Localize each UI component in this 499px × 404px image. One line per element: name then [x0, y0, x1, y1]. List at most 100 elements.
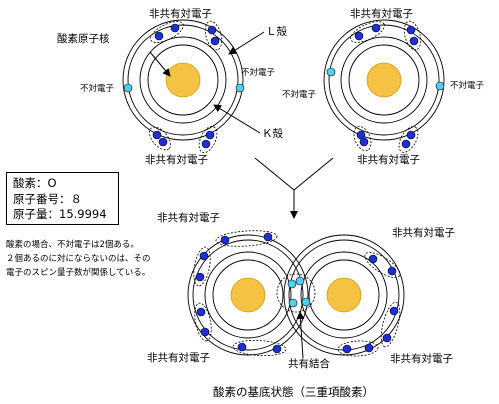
- merge-line-left: [254, 157, 295, 191]
- shell-bl-2: [204, 251, 292, 339]
- pair-tr-2: [403, 20, 422, 51]
- atomic-number: 原子番号：８: [13, 191, 82, 206]
- note-line-1: 酸素の場合、不対電子は2個ある。: [6, 240, 139, 250]
- pair-mol-2: [193, 246, 211, 287]
- note-line-3: 電子のスピン量子数が関係している。: [6, 268, 151, 278]
- lone-pair-label-tr-bottom: 非共有対電子: [357, 154, 420, 166]
- electron-tl-4: [152, 130, 162, 140]
- electron-mol-1: [263, 232, 273, 242]
- electron-mol-15: [295, 276, 305, 286]
- pair-tl-1: [150, 21, 184, 43]
- shell-tl-0: [122, 19, 244, 141]
- unpaired-label-tr-right: 不対電子: [450, 81, 485, 91]
- unpaired-label-tl-left: 不対電子: [80, 84, 115, 94]
- unpaired-label-tr-left: 不対電子: [282, 90, 317, 100]
- pair-mol-7: [337, 340, 379, 357]
- electron-mol-14: [287, 279, 297, 289]
- k-shell-arrow: [213, 104, 261, 134]
- covalent-bond-label: 共有結合: [288, 358, 330, 370]
- l-shell-arrow: [228, 31, 265, 55]
- shared-electron-ring: [276, 273, 316, 313]
- electron-tr-0: [354, 31, 364, 41]
- pair-tr-3: [353, 125, 372, 152]
- shell-br-2: [300, 251, 388, 339]
- pair-mol-3: [194, 302, 212, 342]
- lone-pair-label-tr-top: 非共有対電子: [350, 8, 413, 20]
- shell-tr-3: [348, 44, 420, 116]
- electron-tl-0: [154, 31, 164, 41]
- electron-tr-5: [359, 137, 369, 147]
- shell-bl-0: [187, 234, 309, 356]
- merge-line-right: [293, 157, 334, 191]
- pair-tl-4: [198, 126, 218, 153]
- electron-mol-11: [382, 333, 392, 343]
- shell-tr-2: [340, 36, 428, 124]
- nucleus-bl: [230, 277, 266, 313]
- element-symbol: 酸素：O: [13, 176, 57, 190]
- electron-tr-2: [409, 36, 419, 46]
- nucleus-tl: [165, 62, 201, 98]
- electron-mol-2: [199, 251, 209, 261]
- shell-br-0: [283, 234, 405, 356]
- unpaired-label-tl-right: 不対電子: [241, 68, 276, 78]
- electron-mol-3: [195, 272, 205, 282]
- shell-bl-1: [192, 239, 304, 351]
- ground-state-caption: 酸素の基底状態（三重項酸素）: [213, 385, 374, 399]
- element-info-box: 酸素：O 原子番号：８ 原子量：15.9994: [6, 172, 119, 225]
- pair-mol-4: [232, 339, 287, 357]
- pair-tr-4: [398, 126, 419, 153]
- shell-tl-3: [147, 44, 219, 116]
- pair-tr-1: [350, 21, 385, 43]
- electron-tl-7: [201, 139, 211, 149]
- electron-tr-9: [435, 81, 445, 91]
- lone-pair-label-tl-bottom: 非共有対電子: [145, 154, 208, 166]
- electron-mol-7: [272, 344, 282, 354]
- l-shell-label: Ｌ殻: [266, 26, 287, 38]
- electron-tl-2: [210, 36, 220, 46]
- k-shell-label: Ｋ殻: [262, 128, 283, 140]
- lone-pair-label-br-top: 非共有対電子: [392, 227, 455, 239]
- lone-pair-label-tl-top: 非共有対電子: [149, 8, 212, 20]
- electron-mol-0: [220, 235, 230, 245]
- electron-mol-6: [237, 342, 247, 352]
- electron-mol-4: [200, 327, 210, 337]
- electron-tl-1: [170, 23, 180, 33]
- electron-tr-1: [371, 23, 381, 33]
- electron-mol-8: [368, 254, 378, 264]
- electron-mol-16: [288, 298, 298, 308]
- atomic-mass: 原子量：15.9994: [13, 207, 107, 221]
- electron-tr-8: [326, 67, 336, 77]
- shell-tl-2: [139, 36, 227, 124]
- electron-tr-3: [406, 25, 416, 35]
- pair-mol-1: [215, 230, 278, 247]
- shell-tr-0: [323, 19, 445, 141]
- pair-tl-2: [204, 20, 223, 51]
- lone-pair-label-bl-top: 非共有対電子: [157, 212, 220, 224]
- electron-mol-10: [389, 306, 399, 316]
- electron-tl-6: [205, 130, 215, 140]
- electron-tl-9: [235, 83, 245, 93]
- shell-br-3: [308, 259, 380, 331]
- lone-pair-label-bl-bottom: 非共有対電子: [147, 352, 210, 364]
- nucleus-label: 酸素原子核: [57, 33, 110, 45]
- pair-tl-3: [149, 126, 171, 151]
- electron-tr-7: [401, 139, 411, 149]
- electron-mol-5: [196, 307, 206, 317]
- electron-tl-3: [207, 25, 217, 35]
- nucleus-br: [326, 277, 362, 313]
- nucleus-tr: [366, 62, 402, 98]
- electron-tl-5: [158, 137, 168, 147]
- pair-mol-6: [380, 301, 401, 348]
- electron-mol-13: [364, 343, 374, 353]
- electron-tl-8: [123, 83, 133, 93]
- lone-pair-label-br-bottom: 非共有対電子: [390, 353, 453, 365]
- nucleus-arrow: [149, 51, 171, 77]
- electron-tr-6: [406, 130, 416, 140]
- electron-mol-12: [342, 344, 352, 354]
- shell-bl-3: [212, 259, 284, 331]
- electron-mol-17: [301, 297, 311, 307]
- note-line-2: ２個あるのに対にならないのは、その: [6, 254, 151, 264]
- covalent-arrow: [296, 311, 305, 359]
